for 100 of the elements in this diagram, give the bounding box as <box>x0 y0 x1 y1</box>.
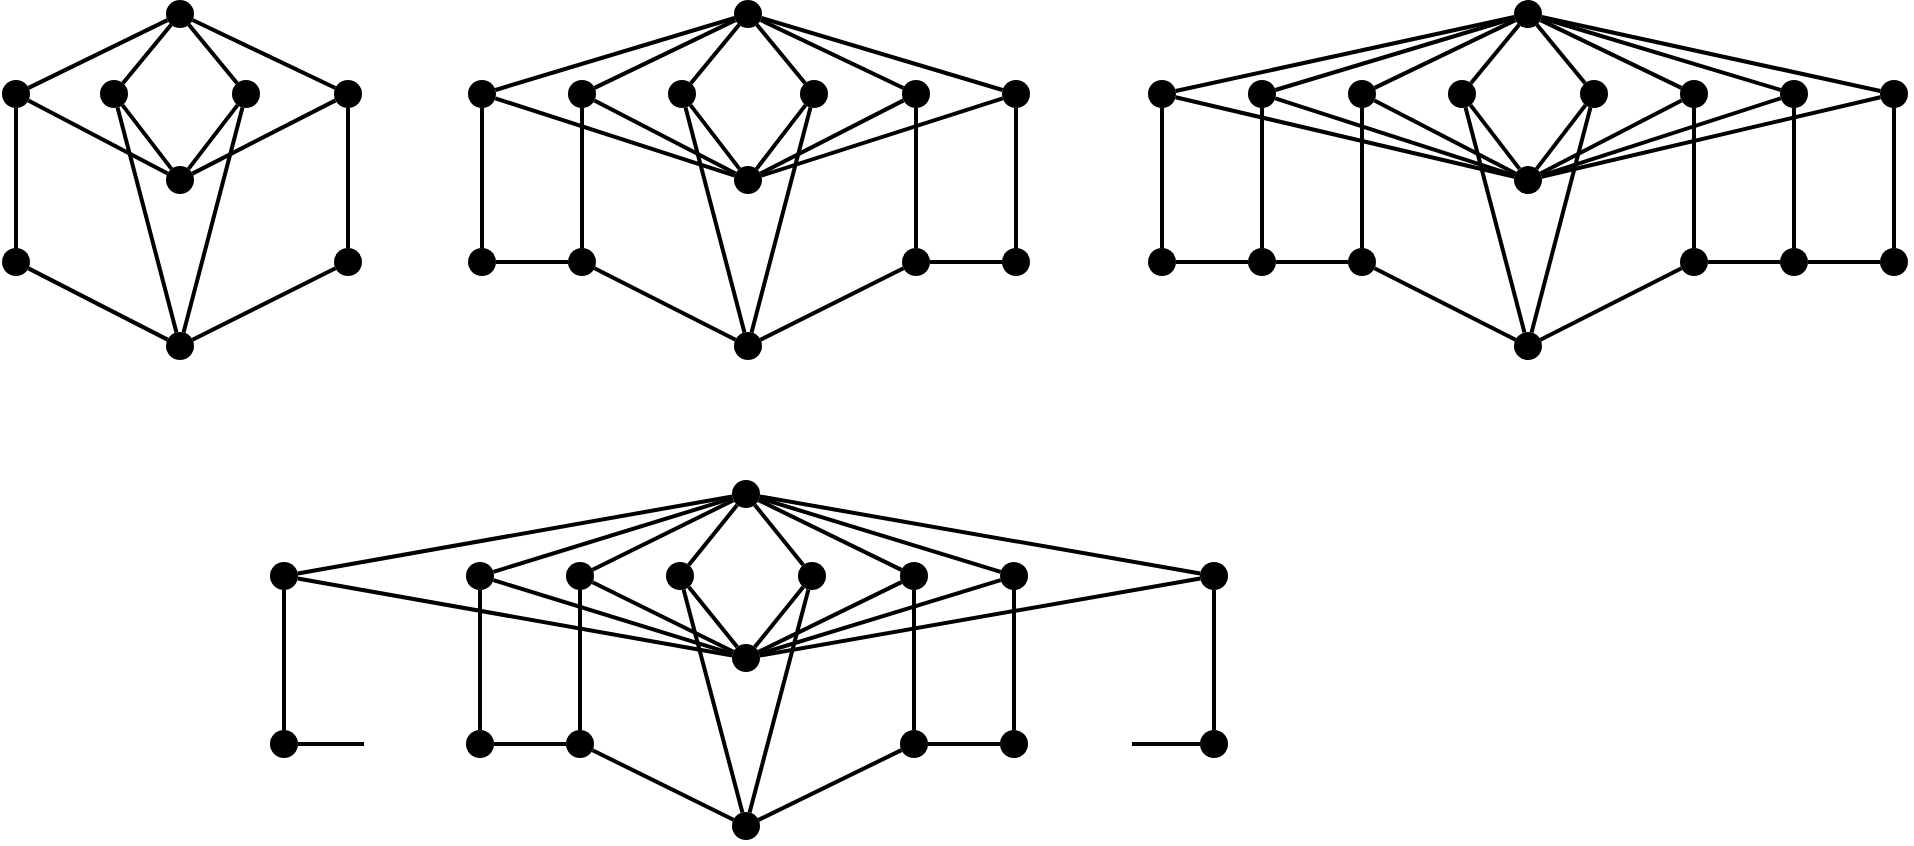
vertex-dot <box>270 562 298 590</box>
edge-line <box>759 494 1201 576</box>
vertex-dot <box>800 80 828 108</box>
edge-line <box>494 16 736 92</box>
vertex-dot <box>902 80 930 108</box>
vertex-dot <box>166 0 194 28</box>
vertex-dot <box>1448 80 1476 108</box>
edge-line <box>1469 23 1521 85</box>
edge-line <box>687 503 739 567</box>
vertex-dot <box>732 812 760 840</box>
edge-line <box>14 108 18 248</box>
edge-line <box>753 585 805 649</box>
edge-line <box>494 96 736 178</box>
edge-line <box>1540 16 1782 92</box>
vertex-dot <box>1000 562 1028 590</box>
vertex-dot <box>1002 248 1030 276</box>
edge-line <box>757 498 903 572</box>
edge-line <box>1360 108 1364 248</box>
edge-line <box>593 98 737 176</box>
vertex-dot <box>100 80 128 108</box>
edge-line <box>1539 266 1683 342</box>
edge-line <box>191 266 337 342</box>
edge-line <box>759 98 905 176</box>
edge-line <box>749 107 813 333</box>
vertex-dot <box>734 0 762 28</box>
vertex-dot <box>900 730 928 758</box>
edge-line <box>494 742 566 746</box>
edge-line <box>757 580 903 654</box>
edge-line <box>1692 108 1696 248</box>
vertex-dot <box>270 730 298 758</box>
edge-line <box>186 103 240 171</box>
edge-line <box>683 107 747 333</box>
edge-line <box>580 108 584 248</box>
vertex-dot <box>1580 80 1608 108</box>
edge-line <box>1260 108 1264 248</box>
vertex-dot <box>732 480 760 508</box>
edge-line <box>1808 260 1880 264</box>
vertex-dot <box>1880 80 1908 108</box>
vertex-dot <box>468 80 496 108</box>
edge-line <box>1175 15 1515 93</box>
edge-line <box>1160 108 1164 248</box>
edge-line <box>1539 18 1683 90</box>
vertex-dot <box>466 730 494 758</box>
vertex-dot <box>1248 248 1276 276</box>
vertex-dot <box>1514 0 1542 28</box>
edge-line <box>758 578 1002 656</box>
edge-line <box>747 589 811 813</box>
edge-line <box>1276 260 1348 264</box>
vertex-dot <box>1680 80 1708 108</box>
edge-line <box>1540 96 1782 178</box>
edge-line <box>1014 108 1018 248</box>
edge-line <box>27 98 169 176</box>
vertex-dot <box>1780 80 1808 108</box>
edge-line <box>1892 108 1896 248</box>
edge-line <box>1132 742 1200 746</box>
vertex-dot <box>666 562 694 590</box>
vertex-dot <box>166 166 194 194</box>
edge-line <box>297 494 733 576</box>
edge-line <box>755 23 807 85</box>
edge-line <box>591 580 735 654</box>
edge-line <box>760 96 1004 178</box>
edge-line <box>298 742 364 746</box>
vertex-dot <box>566 730 594 758</box>
edge-line <box>1274 16 1516 92</box>
edge-line <box>27 266 169 342</box>
vertex-dot <box>902 248 930 276</box>
edge-line <box>687 585 739 649</box>
edge-line <box>1373 98 1517 176</box>
vertex-dot <box>568 80 596 108</box>
edge-line <box>1373 266 1517 342</box>
edge-line <box>757 748 903 822</box>
edge-line <box>689 23 741 85</box>
edge-line <box>578 590 582 730</box>
vertex-dot <box>2 80 30 108</box>
edge-line <box>593 18 737 90</box>
vertex-dot <box>732 644 760 672</box>
vertex-dot <box>1880 248 1908 276</box>
edge-line <box>282 590 286 730</box>
edge-line <box>121 23 173 85</box>
vertex-dot <box>468 248 496 276</box>
vertex-dot <box>734 166 762 194</box>
edge-line <box>1792 108 1796 248</box>
vertex-dot <box>1680 248 1708 276</box>
vertex-dot <box>334 248 362 276</box>
edge-line <box>759 18 905 90</box>
edge-line <box>1541 15 1881 93</box>
vertex-dot <box>798 562 826 590</box>
edge-line <box>496 260 568 264</box>
edge-line <box>1468 103 1522 171</box>
edge-line <box>1708 260 1780 264</box>
vertex-dot <box>466 562 494 590</box>
edge-line <box>591 498 735 572</box>
edge-line <box>928 742 1000 746</box>
vertex-dot <box>2 248 30 276</box>
edge-line <box>591 748 735 822</box>
edge-line <box>1274 96 1516 178</box>
edge-line <box>758 496 1002 574</box>
vertex-dot <box>1200 730 1228 758</box>
edge-line <box>760 16 1004 92</box>
edge-line <box>914 108 918 248</box>
